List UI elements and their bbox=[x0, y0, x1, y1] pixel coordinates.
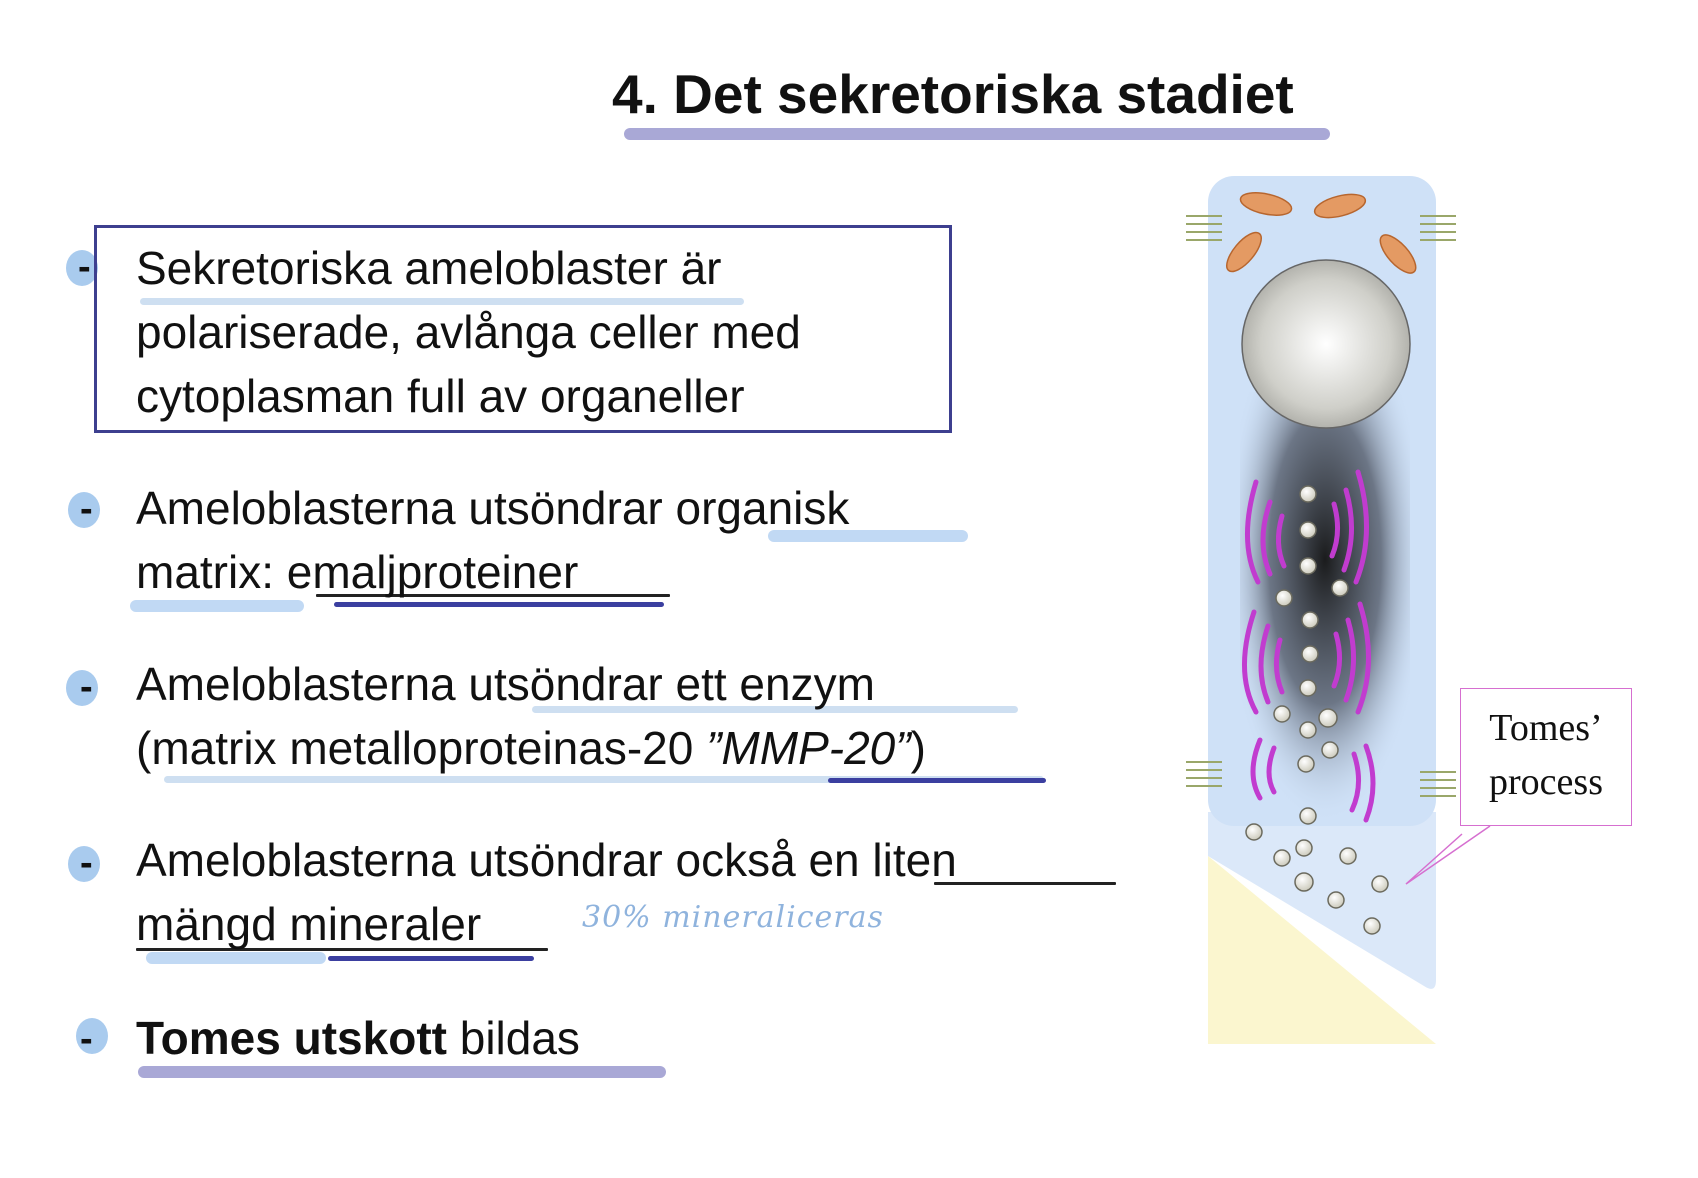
handwritten-note: 30% mineraliceras bbox=[582, 900, 884, 935]
highlight-stroke bbox=[532, 706, 1018, 713]
golgi-apparatus bbox=[1241, 469, 1376, 823]
bullet-3-term-mmp20: ”MMP-20” bbox=[706, 722, 911, 774]
tomes-process bbox=[1208, 812, 1436, 989]
highlight-stroke bbox=[146, 952, 326, 964]
bullet-1-line-2: polariserade, avlånga celler med bbox=[136, 306, 801, 358]
cell-junction-top-right bbox=[1420, 215, 1456, 241]
highlight-stroke bbox=[164, 776, 1044, 783]
bullet-dash: - bbox=[80, 666, 93, 708]
bullet-4-line-2: mängd mineraler bbox=[136, 898, 482, 950]
underline-stroke bbox=[328, 956, 534, 961]
bullet-2-line-2: matrix: bbox=[136, 546, 287, 598]
nucleus bbox=[1241, 259, 1411, 429]
bullet-dash: - bbox=[78, 246, 91, 288]
bullet-5-text: Tomes utskott bildas bbox=[136, 1006, 580, 1070]
highlight-box bbox=[94, 225, 952, 433]
bullet-dash: - bbox=[80, 488, 93, 530]
bullet-highlight-mark bbox=[76, 1018, 108, 1054]
bullet-2-term-emaljproteiner: emaljproteiner bbox=[286, 546, 579, 598]
secretory-vesicles bbox=[1245, 485, 1389, 935]
bullet-4-term-en-liten: en liten bbox=[808, 834, 957, 886]
bullet-2-text: Ameloblasterna utsöndrar organisk matrix… bbox=[136, 476, 849, 604]
mitochondria bbox=[1226, 192, 1417, 274]
bullet-1-line-1: Sekretoriska ameloblaster är bbox=[136, 242, 722, 294]
title-underline bbox=[624, 128, 1330, 140]
underline-stroke bbox=[828, 778, 1046, 783]
callout-line-2: process bbox=[1489, 761, 1603, 803]
bullet-highlight-mark bbox=[68, 492, 100, 528]
bullet-5-term-tomes-utskott: Tomes utskott bbox=[136, 1012, 447, 1064]
callout-pointer bbox=[1405, 825, 1491, 885]
underline-stroke bbox=[934, 882, 1116, 885]
highlight-stroke bbox=[130, 600, 304, 612]
cytoplasm-shading bbox=[1240, 392, 1410, 832]
bullet-1-text: Sekretoriska ameloblaster är polariserad… bbox=[136, 236, 801, 428]
bullet-highlight-mark bbox=[68, 846, 100, 882]
cell-junction-top-left bbox=[1186, 215, 1222, 241]
bullet-3-text: Ameloblasterna utsöndrar ett enzym (matr… bbox=[136, 652, 926, 780]
cell-junction-bottom-right bbox=[1420, 771, 1456, 797]
underline-stroke bbox=[136, 948, 548, 951]
bullet-2-term-organisk: organisk bbox=[675, 482, 850, 534]
slide-title: 4. Det sekretoriska stadiet bbox=[612, 63, 1294, 125]
bullet-4-text: Ameloblasterna utsöndrar också en liten … bbox=[136, 828, 957, 956]
bullet-dash: - bbox=[80, 842, 93, 884]
highlight-stroke bbox=[140, 298, 744, 305]
bullet-2-line-1: Ameloblasterna utsöndrar bbox=[136, 482, 676, 534]
bullet-dash: - bbox=[80, 1018, 93, 1060]
bullet-3-line-1: Ameloblasterna utsöndrar ett enzym bbox=[136, 658, 875, 710]
bullet-1-line-3: cytoplasman full av organeller bbox=[136, 370, 745, 422]
highlight-stroke bbox=[768, 530, 968, 542]
ameloblast-diagram bbox=[1186, 176, 1491, 1044]
underline-stroke bbox=[334, 602, 664, 607]
cell-junction-bottom-left bbox=[1186, 761, 1222, 787]
bullet-5-rest: bildas bbox=[446, 1012, 580, 1064]
bullet-highlight-mark bbox=[66, 250, 98, 286]
tomes-process-callout: Tomes’ process bbox=[1460, 688, 1632, 826]
bullet-4-line-1: Ameloblasterna utsöndrar också bbox=[136, 834, 809, 886]
bullet-highlight-mark bbox=[66, 670, 98, 706]
highlight-stroke bbox=[138, 1066, 666, 1078]
callout-line-1: Tomes’ bbox=[1489, 707, 1603, 749]
enamel-region bbox=[1208, 856, 1436, 1044]
underline-stroke bbox=[316, 594, 670, 597]
bullet-3-line-2: (matrix metalloproteinas-20 bbox=[136, 722, 707, 774]
